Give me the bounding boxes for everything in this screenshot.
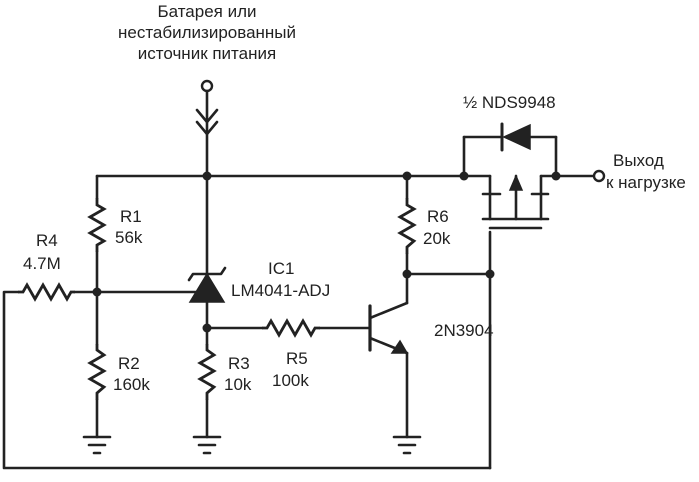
feedback-wire [2,290,492,470]
junction-dot [459,171,469,181]
output-label-line-2: к нагрузке [606,173,686,192]
ground-r2-icon [82,435,112,455]
transistor-label: 2N3904 [434,321,494,340]
resistor-r4 [18,282,75,302]
mosfet-body-arrow [508,174,524,191]
junction-dot [402,269,412,279]
ic1-ref: IC1 [268,259,294,278]
supply-terminal [200,79,214,93]
body-diode [500,122,531,152]
junction-dot [402,171,412,181]
source-label-line-2: нестабилизированный [118,23,296,42]
supply-arrow-1 [195,108,219,124]
npn-transistor [368,301,409,355]
mosfet-symbol [481,174,550,221]
junctions [92,171,561,333]
output-terminal [592,169,606,183]
junction-dot [92,287,102,297]
r6-ref: R6 [427,207,449,226]
mosfet-label: ½ NDS9948 [463,93,556,112]
source-label-line-3: источник питания [138,44,276,63]
r2-ref: R2 [118,354,140,373]
output-label-line-1: Выход [613,151,664,170]
transistor-emitter-arrow [390,339,409,354]
junction-dot [202,171,212,181]
resistor-r1 [87,198,107,252]
diode-triangle [502,123,531,151]
resistor-r3 [197,344,217,400]
r3-value: 10k [224,375,252,394]
junction-dot [202,323,212,333]
ic1-cathode-bar [187,266,227,282]
r3-ref: R3 [228,354,250,373]
resistor-r5 [262,318,320,338]
output-label: Выход к нагрузке [606,151,686,192]
ground-emitter-icon [392,435,422,455]
r6-value: 20k [423,229,451,248]
junction-dot [551,171,561,181]
r4-ref: R4 [36,231,58,250]
junction-dot [485,269,495,279]
ic1-triangle [188,272,226,303]
source-label: Батарея или нестабилизированный источник… [118,2,296,63]
ground-r3-icon [192,435,222,455]
r1-value: 56k [115,228,143,247]
resistor-r6 [397,198,417,254]
resistor-r2 [87,344,107,400]
r2-value: 160k [113,375,150,394]
r4-value: 4.7M [23,254,61,273]
r1-ref: R1 [120,207,142,226]
transistor-collector [368,301,409,320]
ic1-part: LM4041-ADJ [231,281,330,300]
ic1-reference-symbol [187,266,227,303]
r5-value: 100k [272,371,309,390]
source-label-line-1: Батарея или [157,2,256,21]
supply-arrow-2 [195,120,219,136]
r5-ref: R5 [286,349,308,368]
